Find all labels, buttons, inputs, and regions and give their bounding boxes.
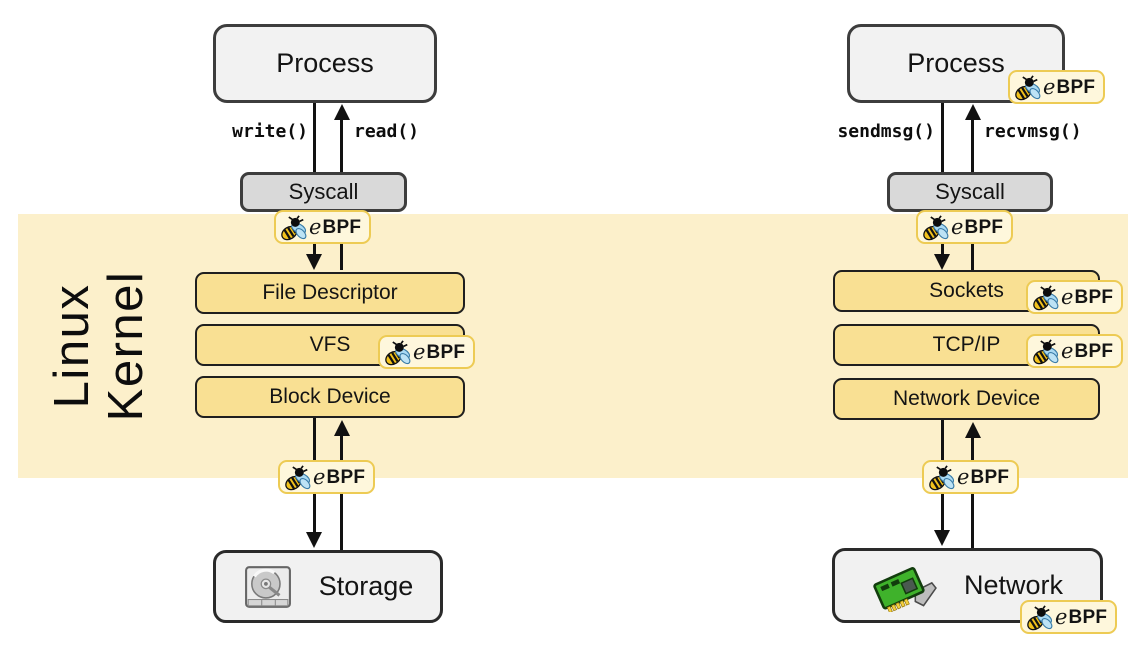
- syscall-label: Syscall: [288, 179, 359, 204]
- arrowhead-down-to-fd: [306, 254, 322, 270]
- ebpf-label-e: e: [957, 464, 970, 489]
- ebpf-label-bpf: BPF: [1068, 606, 1108, 628]
- ebpf-label-bpf: BPF: [1056, 76, 1096, 98]
- ebpf-label-e: e: [1055, 604, 1068, 629]
- process-label: Process: [907, 48, 1005, 78]
- ebpf-label-e: e: [1043, 74, 1056, 99]
- ebpf-label-e: e: [1061, 284, 1074, 309]
- bee-icon: [283, 464, 311, 491]
- arrowhead-up-to-network-device: [965, 422, 981, 438]
- bee-icon: [279, 214, 307, 241]
- layer-box-block-device: Block Device: [195, 376, 465, 418]
- ebpf-label-bpf: BPF: [322, 216, 362, 238]
- ebpf-label-bpf: BPF: [1074, 340, 1114, 362]
- ebpf-label-e: e: [309, 214, 322, 239]
- arrow-line-read-up-left: [340, 120, 343, 173]
- hard-disk-icon: [244, 565, 292, 608]
- ebpf-label-bpf: BPF: [970, 466, 1010, 488]
- kernel-label-line2: Kernel: [99, 270, 153, 422]
- layer-label: TCP/IP: [932, 333, 1001, 356]
- ebpf-label-e: e: [951, 214, 964, 239]
- network-box: Network: [832, 548, 1103, 623]
- layer-label: Network Device: [892, 387, 1041, 410]
- ebpf-label-bpf: BPF: [1074, 286, 1114, 308]
- bee-icon: [1031, 284, 1059, 311]
- layer-box-network-device: Network Device: [833, 378, 1100, 420]
- ebpf-label-e: e: [313, 464, 326, 489]
- network-card-icon: [872, 565, 938, 612]
- bee-icon: [1013, 74, 1041, 101]
- arrow-line-recv-up-right: [971, 120, 974, 173]
- arrowhead-recv-up-right: [965, 104, 981, 120]
- arrowhead-down-to-sockets: [934, 254, 950, 270]
- syscall-box-file: Syscall: [240, 172, 407, 212]
- arrow-line-send-down-right: [941, 103, 944, 173]
- linux-kernel-label: Linux Kernel: [45, 270, 154, 422]
- ebpf-label-bpf: BPF: [326, 466, 366, 488]
- layer-label: Sockets: [929, 279, 1004, 302]
- arrowhead-up-to-block-device: [334, 420, 350, 436]
- bee-icon: [383, 339, 411, 366]
- layer-label: Block Device: [269, 385, 391, 408]
- process-box-file: Process: [213, 24, 437, 103]
- read-syscall-label: read(): [354, 121, 420, 142]
- write-syscall-label: write(): [232, 121, 308, 142]
- storage-label: Storage: [318, 571, 414, 601]
- storage-box: Storage: [213, 550, 443, 623]
- layer-label: File Descriptor: [262, 281, 398, 304]
- ebpf-label-bpf: BPF: [426, 341, 466, 363]
- arrowhead-read-up-left: [334, 104, 350, 120]
- arrowhead-down-to-network: [934, 530, 950, 546]
- process-label: Process: [276, 48, 374, 78]
- ebpf-label-e: e: [413, 339, 426, 364]
- kernel-label-line1: Linux: [45, 283, 100, 409]
- ebpf-label-bpf: BPF: [964, 216, 1004, 238]
- network-label: Network: [963, 570, 1064, 600]
- bee-icon: [927, 464, 955, 491]
- bee-icon: [1031, 338, 1059, 365]
- ebpf-label-e: e: [1061, 338, 1074, 363]
- syscall-label: Syscall: [935, 179, 1005, 204]
- bee-icon: [921, 214, 949, 241]
- recvmsg-syscall-label: recvmsg(): [984, 121, 1082, 142]
- arrowhead-down-to-storage: [306, 532, 322, 548]
- sendmsg-syscall-label: sendmsg(): [837, 121, 935, 142]
- layer-label: VFS: [309, 333, 351, 356]
- syscall-box-network: Syscall: [887, 172, 1053, 212]
- arrow-line-write-down-left: [313, 103, 316, 173]
- layer-box-file-descriptor: File Descriptor: [195, 272, 465, 314]
- arrow-line-down-to-fd: [313, 240, 316, 254]
- arrow-line-down-to-sockets: [941, 240, 944, 254]
- bee-icon: [1025, 604, 1053, 631]
